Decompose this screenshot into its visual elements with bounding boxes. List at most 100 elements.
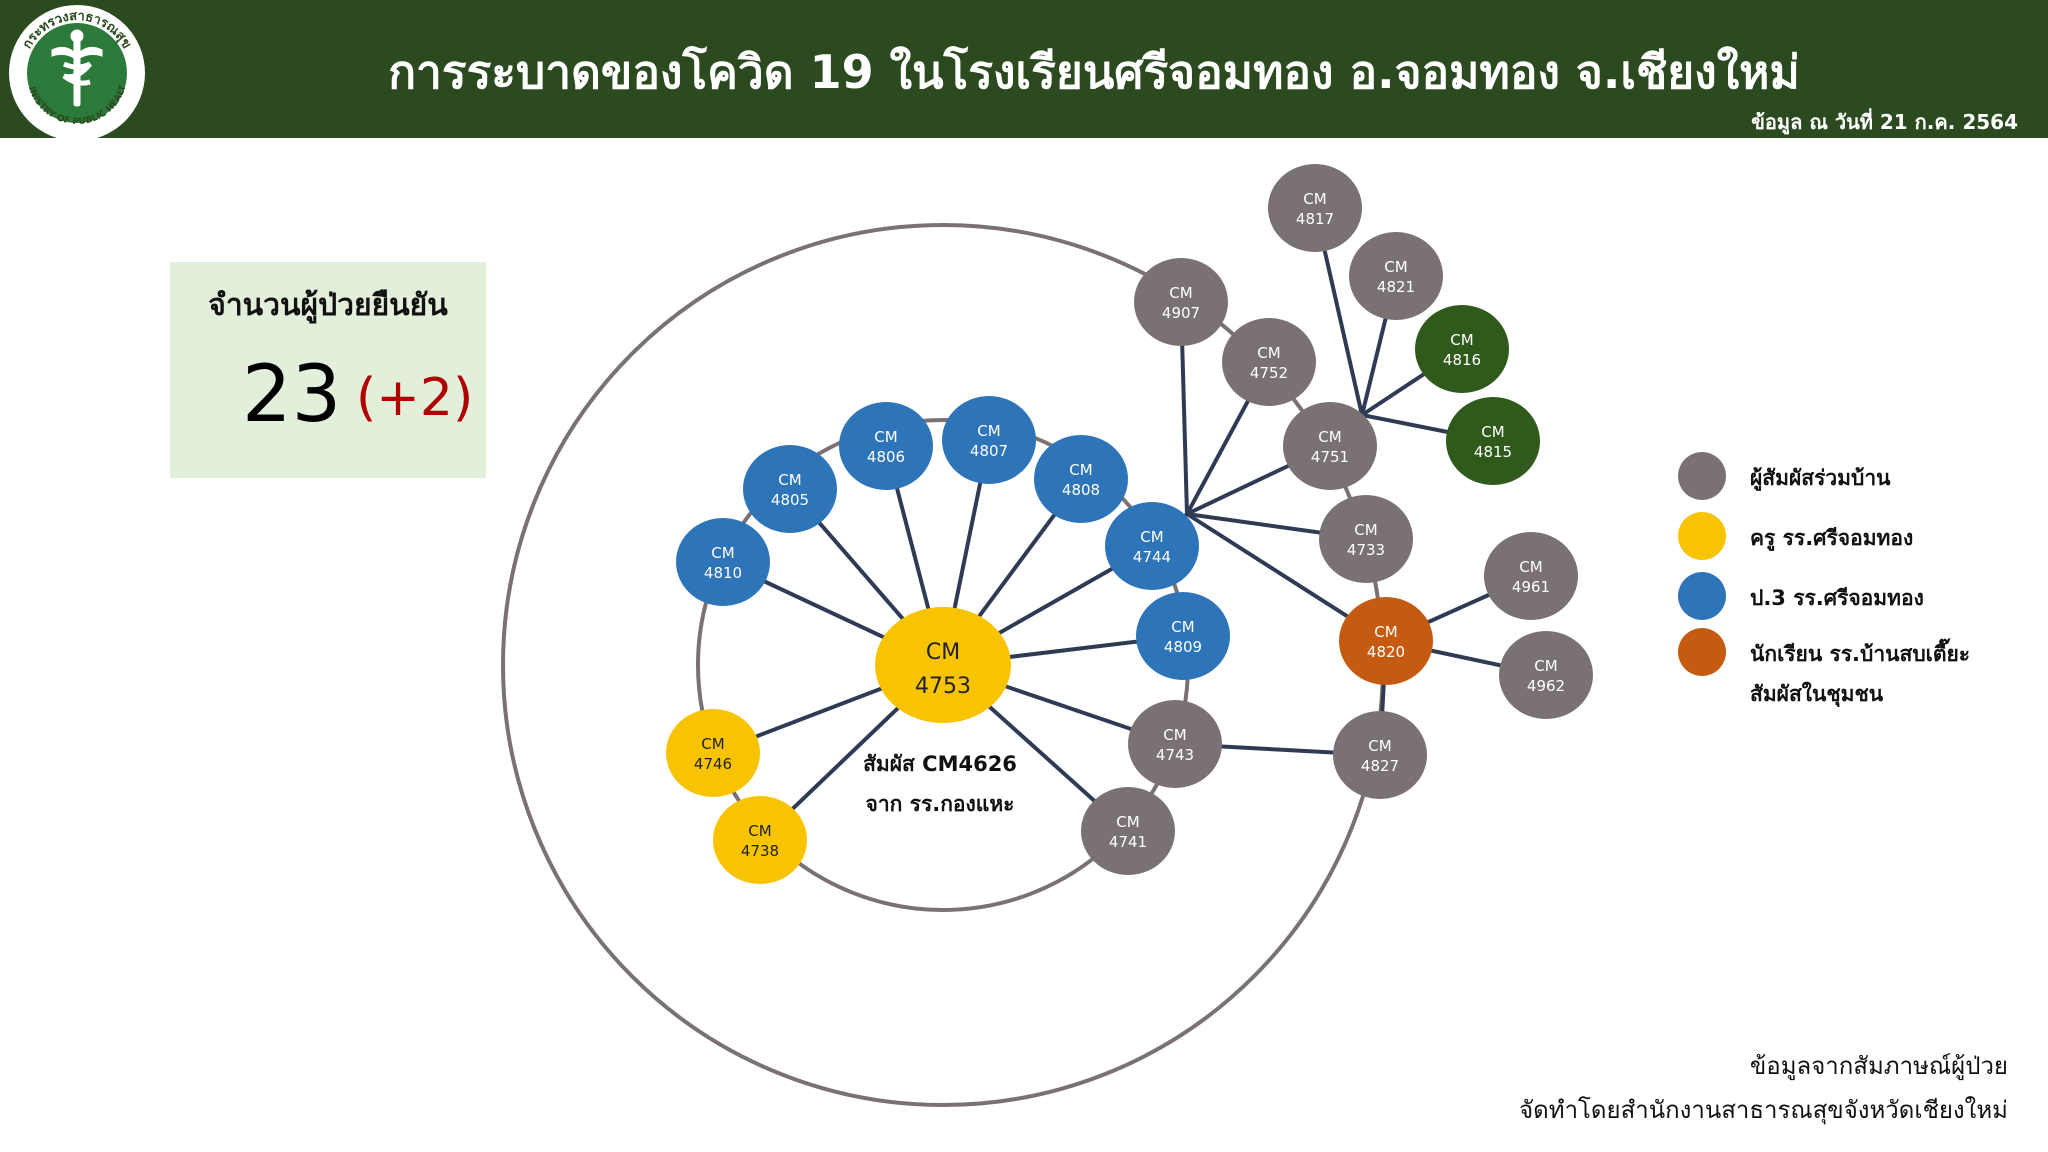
case-node-4806: CM 4806 [839,402,933,490]
case-node-number: 4817 [1296,210,1334,228]
case-node-number: 4806 [867,448,905,466]
case-node-number: 4821 [1377,278,1415,296]
case-node-4751: CM 4751 [1283,402,1377,490]
case-node-prefix: CM [1368,737,1391,755]
case-node-4907: CM 4907 [1134,258,1228,346]
legend-dot-student-p3 [1678,572,1726,620]
case-node-prefix: CM [778,471,801,489]
case-node-number: 4752 [1250,364,1288,382]
case-node-4810: CM 4810 [676,518,770,606]
footer-source: ข้อมูลจากสัมภาษณ์ผู้ป่วย [1749,1052,2008,1080]
legend-dot-teacher [1678,512,1726,560]
case-node-prefix: CM [1354,521,1377,539]
legend-dot-student-other [1678,628,1726,676]
case-node-number: 4807 [970,442,1008,460]
case-node-circle [839,402,933,490]
case-node-4805: CM 4805 [743,445,837,533]
source-contact-line-1: สัมผัส CM4626 [863,752,1017,776]
case-node-prefix: CM [701,735,724,753]
source-contact-line-2: จาก รร.กองแหะ [865,792,1015,816]
case-node-circle [1134,258,1228,346]
case-node-prefix: CM [1384,258,1407,276]
case-node-circle [1349,232,1443,320]
case-node-number: 4744 [1133,548,1171,566]
case-node-prefix: CM [1481,423,1504,441]
case-node-number: 4751 [1311,448,1349,466]
nodes-layer: CM4753CM4810CM4805CM4806CM4807CM4808CM47… [666,164,1593,884]
source-contact-note: สัมผัส CM4626 จาก รร.กองแหะ [830,744,1050,824]
case-node-number: 4733 [1347,541,1385,559]
case-node-prefix: CM [1318,428,1341,446]
case-node-number: 4907 [1162,304,1200,322]
legend-item-student-p3: ป.3 รร.ศรีจอมทอง [1678,572,2018,622]
confirmed-count-increase: (+2) [356,368,474,428]
case-node-prefix: CM [748,822,771,840]
case-node-number: 4743 [1156,746,1194,764]
case-node-prefix: CM [1069,461,1092,479]
case-node-prefix: CM [1374,623,1397,641]
case-node-number: 4816 [1443,351,1481,369]
case-node-circle [743,445,837,533]
case-node-number: 4961 [1512,578,1550,596]
legend-item-student-other: นักเรียน รร.บ้านสบเตี๊ยะ [1678,628,2018,678]
case-node-circle [666,709,760,797]
case-node-4807: CM 4807 [942,396,1036,484]
case-node-4961: CM 4961 [1484,532,1578,620]
case-node-prefix: CM [874,428,897,446]
case-node-prefix: CM [1450,331,1473,349]
case-node-circle [1222,318,1316,406]
case-node-prefix: CM [1303,190,1326,208]
case-node-circle [713,796,807,884]
case-node-number: 4746 [694,755,732,773]
case-node-prefix: CM [926,640,960,665]
ministry-logo: กระทรวงสาธารณสุข MINISTRY OF PUBLIC HEAL… [4,4,145,141]
case-node-circle [1339,597,1433,685]
confirmed-count-box: จำนวนผู้ป่วยยืนยัน 23 (+2) [170,262,486,478]
case-node-4815: CM 4815 [1446,397,1540,485]
case-node-number: 4820 [1367,643,1405,661]
case-node-circle [1105,502,1199,590]
footer-credit: จัดทำโดยสำนักงานสาธารณสุขจังหวัดเชียงใหม… [1519,1096,2008,1124]
case-node-4733: CM 4733 [1319,495,1413,583]
legend-label-teacher: ครู รร.ศรีจอมทอง [1750,526,1914,550]
case-node-4743: CM 4743 [1128,700,1222,788]
case-node-number: 4815 [1474,443,1512,461]
case-node-4746: CM 4746 [666,709,760,797]
case-node-prefix: CM [1519,558,1542,576]
confirmed-count-label: จำนวนผู้ป่วยยืนยัน [208,288,448,323]
case-node-number: 4810 [704,564,742,582]
legend-item-household: ผู้สัมผัสร่วมบ้าน [1678,452,2018,502]
legend-label-student-other: นักเรียน รร.บ้านสบเตี๊ยะ [1750,642,1971,666]
case-node-prefix: CM [711,544,734,562]
data-date: ข้อมูล ณ วันที่ 21 ก.ค. 2564 [1751,110,2018,134]
legend-item-teacher: ครู รร.ศรีจอมทอง [1678,512,2018,562]
case-node-prefix: CM [1163,726,1186,744]
legend-dot-household [1678,452,1726,500]
case-node-prefix: CM [1169,284,1192,302]
confirmed-count-value: 23 [242,350,342,440]
case-node-4821: CM 4821 [1349,232,1443,320]
case-node-circle [875,607,1011,723]
case-node-circle [1484,532,1578,620]
case-node-prefix: CM [977,422,1000,440]
case-node-circle [1499,631,1593,719]
case-node-prefix: CM [1257,344,1280,362]
footer: ข้อมูลจากสัมภาษณ์ผู้ป่วย จัดทำโดยสำนักงา… [1519,1044,2008,1132]
case-node-prefix: CM [1116,813,1139,831]
case-node-number: 4738 [741,842,779,860]
case-node-circle [942,396,1036,484]
case-node-number: 4805 [771,491,809,509]
case-node-4738: CM 4738 [713,796,807,884]
legend-label-household: ผู้สัมผัสร่วมบ้าน [1750,466,1891,490]
case-node-4820: CM 4820 [1339,597,1433,685]
legend-label-community: สัมผัสในชุมชน [1750,682,1884,706]
case-node-4753: CM 4753 [875,607,1011,723]
case-node-number: 4753 [915,674,971,699]
case-node-circle [676,518,770,606]
case-node-number: 4809 [1164,638,1202,656]
case-node-circle [1283,402,1377,490]
case-node-circle [1333,711,1427,799]
